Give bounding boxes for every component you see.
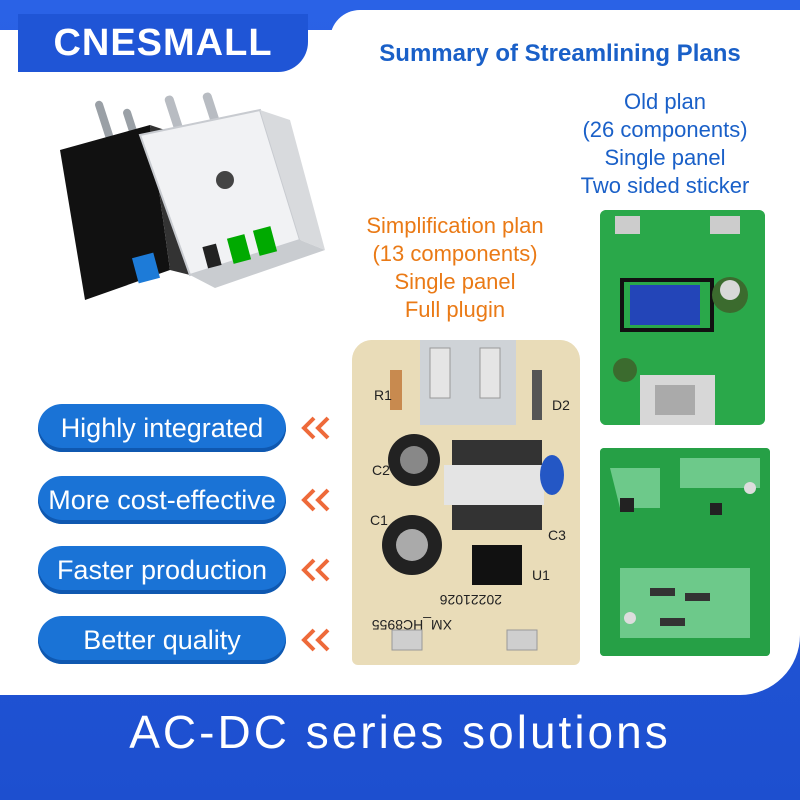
feature-label: Highly integrated — [60, 412, 264, 443]
feature-pill-better-quality: Better quality — [38, 616, 286, 664]
simp-plan-line-1: Simplification plan — [366, 213, 544, 238]
feature-pill-cost-effective: More cost-effective — [38, 476, 286, 524]
double-left-arrow-icon — [301, 416, 330, 440]
feature-pill-faster-production: Faster production — [38, 546, 286, 594]
c2-label: C2 — [372, 462, 390, 478]
old-plan-line-1: Old plan — [624, 89, 706, 114]
summary-title: Summary of Streamlining Plans — [379, 40, 741, 67]
old-plan-caption: Old plan (26 components) Single panel Tw… — [540, 88, 790, 200]
c3-label: C3 — [548, 527, 566, 543]
feature-pill-highly-integrated: Highly integrated — [38, 404, 286, 452]
simp-plan-line-2: (13 components) — [372, 241, 538, 266]
white-charger — [138, 92, 325, 288]
footer-title: AC-DC series solutions — [129, 706, 671, 758]
simp-plan-line-3: Single panel — [394, 269, 516, 294]
simp-plan-line-4: Full plugin — [404, 297, 506, 322]
feature-label: Better quality — [83, 624, 241, 655]
new-pcb-image: R1 D2 C2 C1 C3 U1 20221026 XM_HC8955 — [352, 340, 580, 665]
double-left-arrow-icon — [301, 558, 330, 582]
feature-label: More cost-effective — [48, 484, 276, 515]
feature-label: Faster production — [56, 554, 268, 585]
date-label: 20221026 — [439, 592, 502, 608]
old-pcb-bottom-image — [600, 448, 770, 656]
double-left-arrow-icon — [301, 628, 330, 652]
old-plan-line-3: Single panel — [604, 145, 726, 170]
double-left-arrow-icon — [301, 488, 330, 512]
c1-label: C1 — [370, 512, 388, 528]
charger-image — [60, 92, 325, 300]
model-label: XM_HC8955 — [372, 617, 452, 633]
old-pcb-top-image — [600, 210, 765, 425]
old-plan-line-2: (26 components) — [582, 117, 748, 142]
old-plan-line-4: Two sided sticker — [580, 173, 750, 198]
brand-name: CNESMALL — [53, 21, 273, 64]
brand-badge: CNESMALL — [18, 14, 308, 72]
d2-label: D2 — [552, 397, 570, 413]
r1-label: R1 — [374, 387, 392, 403]
title-tab — [330, 10, 800, 80]
u1-label: U1 — [532, 567, 550, 583]
simplification-plan-caption: Simplification plan (13 components) Sing… — [340, 212, 570, 324]
